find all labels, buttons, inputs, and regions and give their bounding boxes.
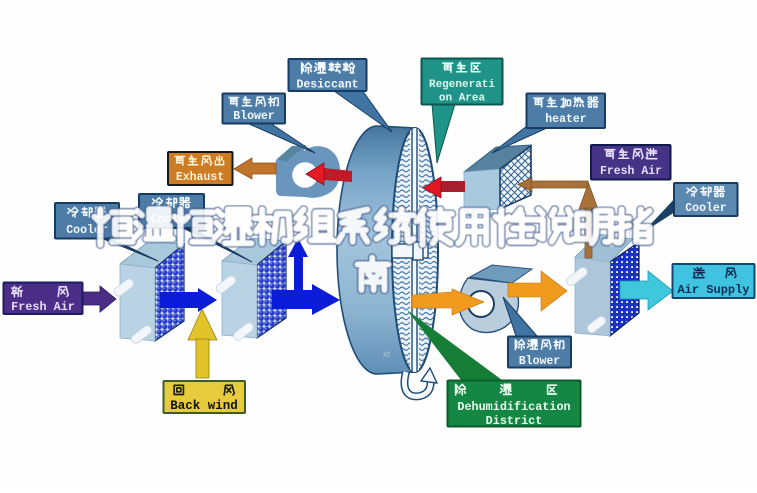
- svg-text:Blower: Blower: [519, 355, 561, 368]
- svg-text:heater: heater: [545, 113, 587, 126]
- svg-text:Desiccant: Desiccant: [296, 79, 358, 92]
- svg-text:on Area: on Area: [439, 93, 486, 105]
- svg-text:Fresh Air: Fresh Air: [600, 165, 662, 178]
- svg-text:District: District: [486, 414, 543, 428]
- svg-text:Dehumidification: Dehumidification: [457, 400, 570, 414]
- svg-text:Back wind: Back wind: [170, 399, 238, 413]
- svg-text:Exhaust: Exhaust: [176, 171, 224, 184]
- svg-text:Regenerati: Regenerati: [429, 79, 495, 91]
- svg-text:Air Supply: Air Supply: [677, 283, 749, 297]
- svg-text:Blower: Blower: [233, 110, 275, 123]
- svg-text:Fresh Air: Fresh Air: [11, 300, 75, 314]
- svg-text:Cooler: Cooler: [685, 202, 727, 215]
- svg-text:xt: xt: [383, 349, 391, 359]
